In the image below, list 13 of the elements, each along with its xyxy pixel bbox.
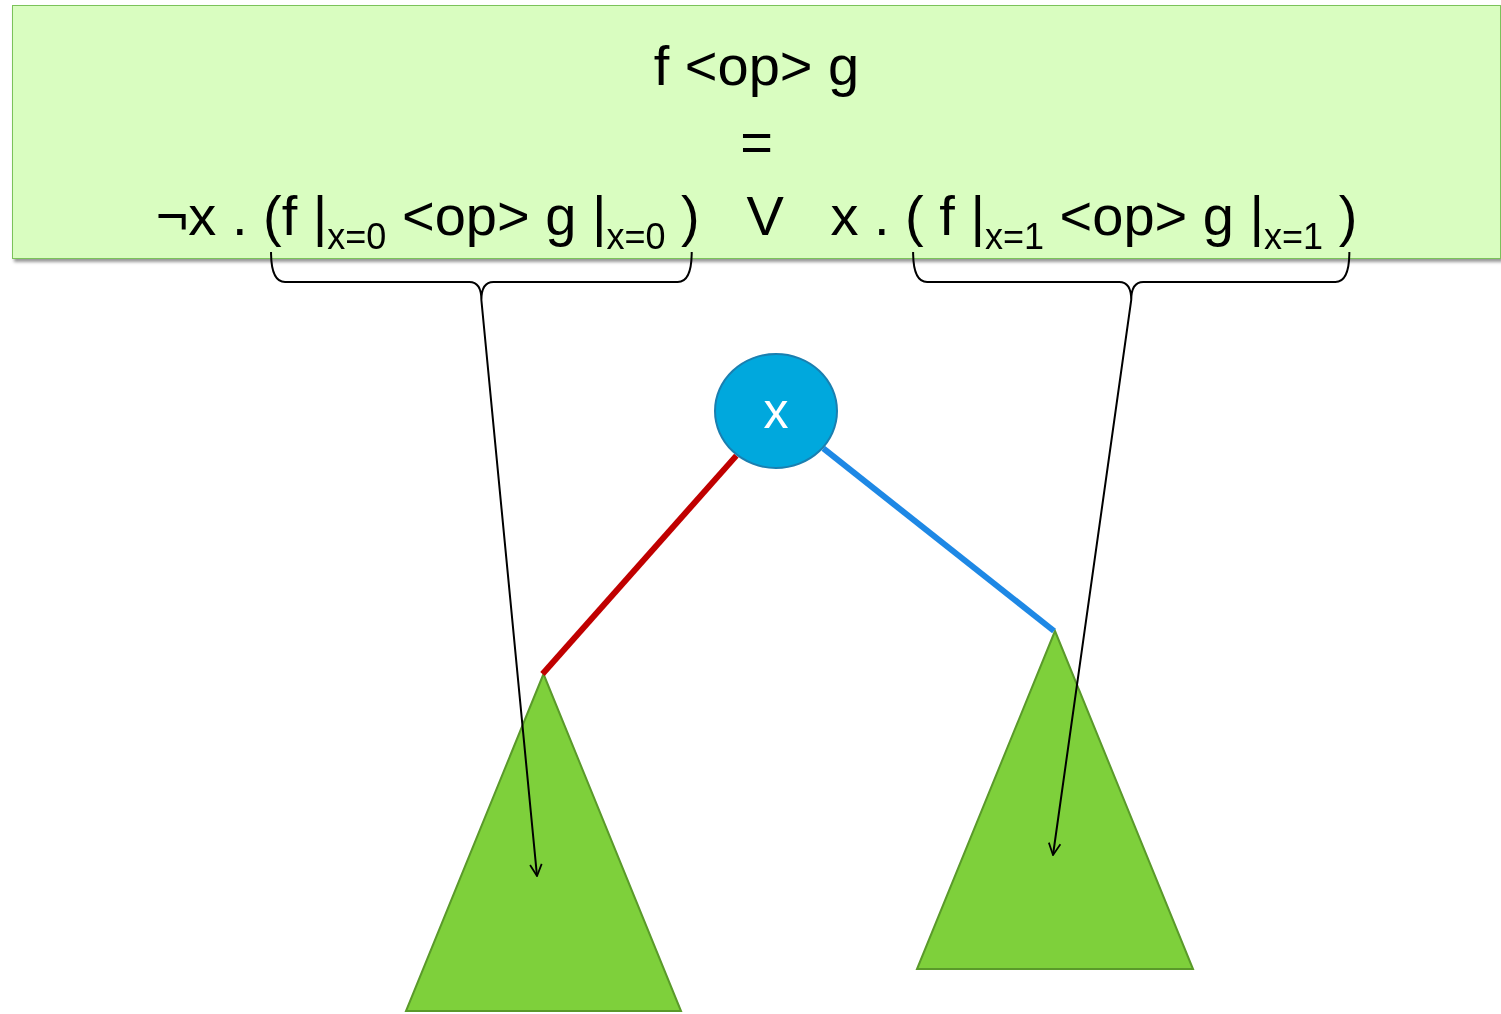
formula-text: = [739,110,774,174]
formula-text: f <op> g [652,34,861,98]
formula-text: x . [830,184,891,248]
subtree-triangle [405,673,682,1012]
variable-circle: x [714,353,838,469]
formula-panel [12,5,1501,259]
formula-text: ¬x . [155,184,249,248]
formula-text: V [745,184,785,248]
formula-term: (f |$_{x=0}$ <op> g |$_{x=0}$ ) [263,184,700,248]
formula-term: ( f |$_{x=1}$ <op> g |$_{x=1}$ ) [905,184,1358,248]
tree-edge [540,453,739,676]
subtree-triangle [916,630,1194,970]
tree-edge [821,446,1056,634]
